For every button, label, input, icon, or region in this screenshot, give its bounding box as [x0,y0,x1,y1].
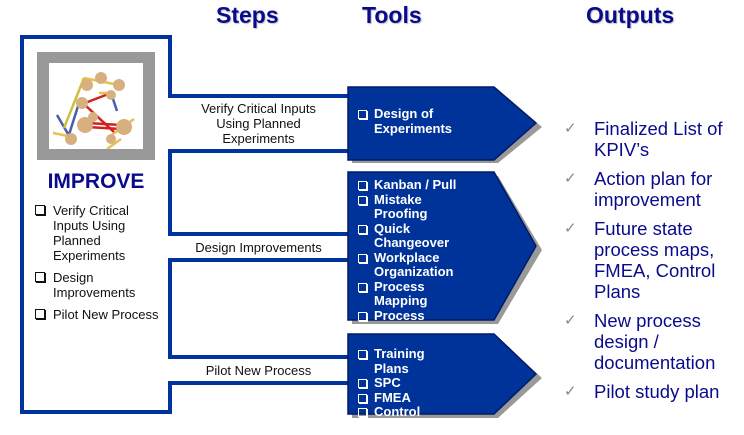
phase-step-label: Pilot New Process [53,307,159,322]
tool-label: Control Plans [374,404,421,434]
output-item: ✓ New process design / documentation [564,310,744,373]
checkmark-icon: ✓ [564,170,577,187]
tool-label: Workplace Organization [374,249,454,279]
checkbox-icon [35,205,45,215]
step-connector-design: Design Improvements [168,232,349,262]
checkbox-icon [358,408,367,417]
header-tools: Tools [362,2,422,28]
checkbox-icon [358,350,367,359]
arrow-shape [347,86,542,163]
outputs-list: ✓ Finalized List of KPIV’s ✓ Action plan f… [564,118,744,410]
tool-label: Process Documentation [374,307,469,337]
output-label: Finalized List of KPIV’s [594,118,723,160]
checkbox-icon [35,309,45,319]
step-label: Pilot New Process [205,362,312,378]
tool-label: Process Mapping [374,278,428,308]
arrow-shape [347,171,542,324]
tool-item: Process Documentation [358,307,474,338]
step-label: Verify Critical Inputs Using Planned Exp… [201,101,316,146]
phase-step-item: Pilot New Process [35,307,165,322]
checkmark-icon: ✓ [564,120,577,137]
tool-list: Design of Experiments [358,106,453,136]
output-item: ✓ Future state process maps, FMEA, Contro… [564,218,744,302]
tool-list: Training Plans SPC FMEA Control Plans [358,346,425,434]
arrow-shape [347,333,542,418]
tool-list: Kanban / Pull Mistake Proofing Quick Cha… [358,177,474,338]
phase-step-list: Verify Critical Inputs Using Planned Exp… [35,203,165,329]
improve-phase-box: IMPROVE Verify Critical Inputs Using Pla… [20,35,172,414]
checkbox-icon [358,393,367,403]
tool-label: Kanban / Pull [374,177,457,192]
checkmark-icon: ✓ [564,383,577,400]
output-label: New process design / documentation [594,310,716,373]
checkbox-icon [358,195,367,205]
step-connector-verify: Verify Critical Inputs Using Planned Exp… [168,94,349,153]
checkbox-icon [358,181,367,190]
tool-item: Process Mapping [358,278,474,309]
tool-item: Workplace Organization [358,249,474,280]
checkmark-icon: ✓ [564,312,577,329]
output-label: Pilot study plan [594,381,720,402]
header-outputs: Outputs [586,2,675,28]
tool-label: Training Plans [374,346,425,376]
tool-item: Mistake Proofing [358,191,474,222]
tinkertoy-image [49,63,143,151]
tool-item: Training Plans [358,346,425,376]
phase-step-label: Design Improvements [53,270,136,300]
tool-item: Quick Changeover [358,220,474,251]
tool-label: Mistake Proofing [374,191,428,221]
tinkertoy-illustration [52,72,135,151]
output-item: ✓ Pilot study plan [564,381,744,402]
tool-item: Control Plans [358,404,425,434]
tool-label: SPC [374,375,401,390]
tool-item: FMEA [358,389,425,406]
output-item: ✓ Action plan for improvement [564,168,744,210]
checkbox-icon [358,311,367,321]
checkbox-icon [35,272,45,282]
tool-item: Kanban / Pull [358,177,474,193]
phase-step-item: Design Improvements [35,270,165,300]
output-item: ✓ Finalized List of KPIV’s [564,118,744,160]
checkbox-icon [358,282,367,292]
tool-label: Quick Changeover [374,220,450,250]
checkbox-icon [358,224,367,234]
header-steps: Steps [216,2,279,28]
photo-frame [37,52,155,160]
tool-item: SPC [358,375,425,391]
phase-step-item: Verify Critical Inputs Using Planned Exp… [35,203,165,263]
checkbox-icon [358,379,367,388]
tool-item: Design of Experiments [358,106,453,136]
phase-title: IMPROVE [47,170,145,193]
step-connector-pilot: Pilot New Process [168,355,349,385]
phase-step-label: Verify Critical Inputs Using Planned Exp… [53,203,129,263]
tool-label: FMEA [374,389,411,405]
output-label: Action plan for improvement [594,168,713,210]
checkmark-icon: ✓ [564,220,577,237]
step-label: Design Improvements [195,239,322,255]
checkbox-icon [358,253,367,263]
tool-label: Design of Experiments [374,106,453,136]
output-label: Future state process maps, FMEA, Control… [594,218,716,302]
checkbox-icon [358,110,367,119]
